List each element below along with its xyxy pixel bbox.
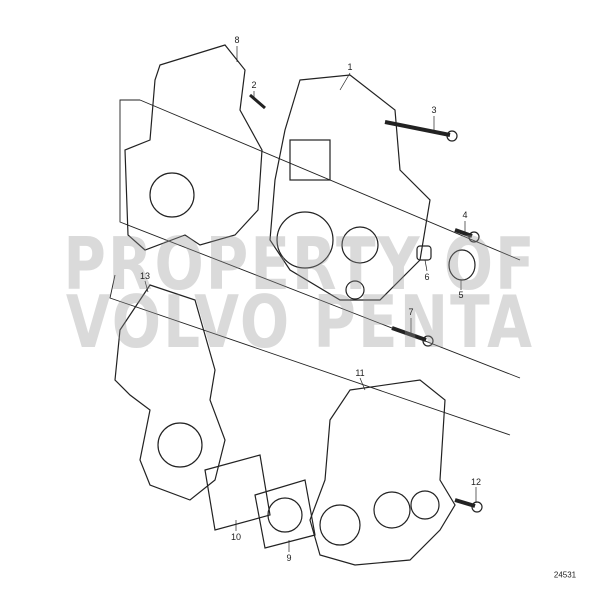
figure-number: 24531 [553,570,577,580]
housing-bore [276,211,334,269]
gasket-9 [254,479,316,549]
timing-housing-1 [269,74,431,301]
gasket-9-bore [267,497,303,533]
leader-lines [144,46,477,552]
spacer-6 [416,245,432,261]
part-label-11: 11 [355,368,365,378]
gasket-8 [124,44,263,251]
gasket-13 [114,284,226,501]
watermark-line-1: PROPERTY OF [63,221,537,307]
bolt-12 [454,498,483,513]
part-label-3: 3 [431,105,437,115]
housing-small-port [345,280,365,300]
plate-bore-3 [410,490,440,520]
part-label-7: 7 [408,307,414,317]
seal-ring-5 [448,249,476,281]
part-label-4: 4 [462,210,468,220]
part-label-12: 12 [470,477,482,487]
part-label-6: 6 [424,272,430,282]
plate-bore-1 [319,504,361,546]
watermark-line-2: VOLVO PENTA [65,279,535,365]
plate-bore-2 [373,491,411,529]
bolt-3 [384,120,458,142]
bolt-4 [454,228,480,243]
part-label-1: 1 [347,62,353,72]
part-label-8: 8 [234,35,240,45]
pin-2 [249,93,266,110]
gasket-8-bore [149,172,195,218]
part-label-10: 10 [230,532,242,542]
part-label-9: 9 [286,553,292,563]
part-label-2: 2 [251,80,257,90]
housing-port [341,226,379,264]
backing-plate-11 [309,379,456,566]
gasket-13-bore [157,422,203,468]
bolt-7 [391,326,434,347]
part-label-13: 13 [139,271,151,281]
housing-pump-face [289,139,331,181]
part-label-5: 5 [458,290,464,300]
cover-plate-10 [204,454,271,531]
